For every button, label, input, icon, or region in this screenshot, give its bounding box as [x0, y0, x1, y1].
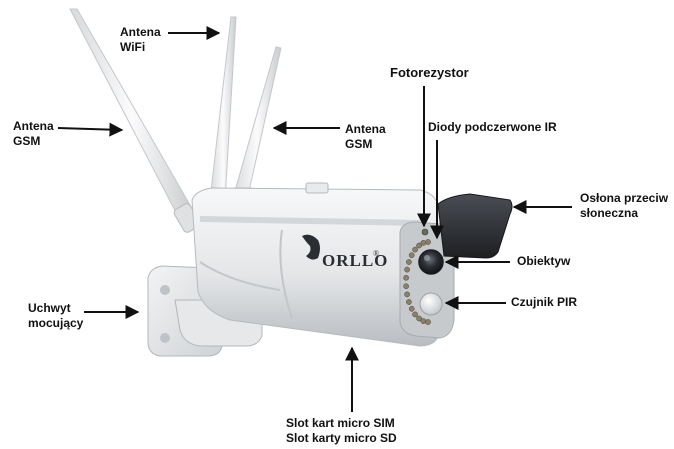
ir-led	[405, 267, 410, 272]
ir-led	[404, 284, 409, 289]
label-photoresistor: Fotorezystor	[390, 65, 469, 80]
label-antenna-wifi: Antena WiFi	[120, 25, 161, 55]
sun-shield	[438, 194, 512, 258]
ir-led	[409, 253, 414, 258]
ir-led	[421, 319, 426, 324]
label-mount-line2: mocujący	[28, 316, 83, 331]
ir-led	[413, 312, 418, 317]
label-slots-line2: Slot karty micro SD	[286, 431, 397, 446]
label-antenna-wifi-line1: Antena	[120, 25, 161, 40]
label-sun-shield-line2: słoneczna	[580, 206, 668, 221]
ir-led	[425, 319, 430, 324]
label-sun-shield: Osłona przeciw słoneczna	[580, 191, 668, 221]
arrow-antenna-gsm-left	[58, 128, 122, 130]
label-antenna-gsm-right-line2: GSM	[345, 137, 386, 152]
pir-sensor	[420, 293, 442, 315]
ir-led	[413, 247, 418, 252]
ir-led	[417, 243, 422, 248]
label-sun-shield-line1: Osłona przeciw	[580, 191, 668, 206]
label-mount: Uchwyt mocujący	[28, 301, 83, 331]
ir-led	[406, 299, 411, 304]
label-antenna-gsm-right: Antena GSM	[345, 122, 386, 152]
label-slots-line1: Slot kart micro SIM	[286, 416, 397, 431]
label-mount-line1: Uchwyt	[28, 301, 83, 316]
label-antenna-gsm-right-line1: Antena	[345, 122, 386, 137]
ir-led	[425, 239, 430, 244]
ir-led	[406, 259, 411, 264]
antenna-gsm-right	[233, 47, 281, 200]
brand-logo-mark: ®	[373, 249, 379, 258]
lens	[419, 250, 443, 274]
label-antenna-wifi-line2: WiFi	[120, 40, 161, 55]
antenna-wifi	[210, 17, 236, 200]
label-slots: Slot kart micro SIM Slot karty micro SD	[286, 416, 397, 446]
ir-led	[405, 292, 410, 297]
label-lens: Obiektyw	[517, 254, 570, 269]
label-ir-diodes: Diody podczerwone IR	[428, 120, 557, 135]
label-antenna-gsm-left-line2: GSM	[13, 134, 54, 149]
label-antenna-gsm-left-line1: Antena	[13, 119, 54, 134]
photoresistor-sensor	[422, 229, 428, 235]
label-pir-sensor: Czujnik PIR	[511, 295, 577, 310]
ir-led	[404, 275, 409, 280]
ir-led	[409, 306, 414, 311]
label-antenna-gsm-left: Antena GSM	[13, 119, 54, 149]
